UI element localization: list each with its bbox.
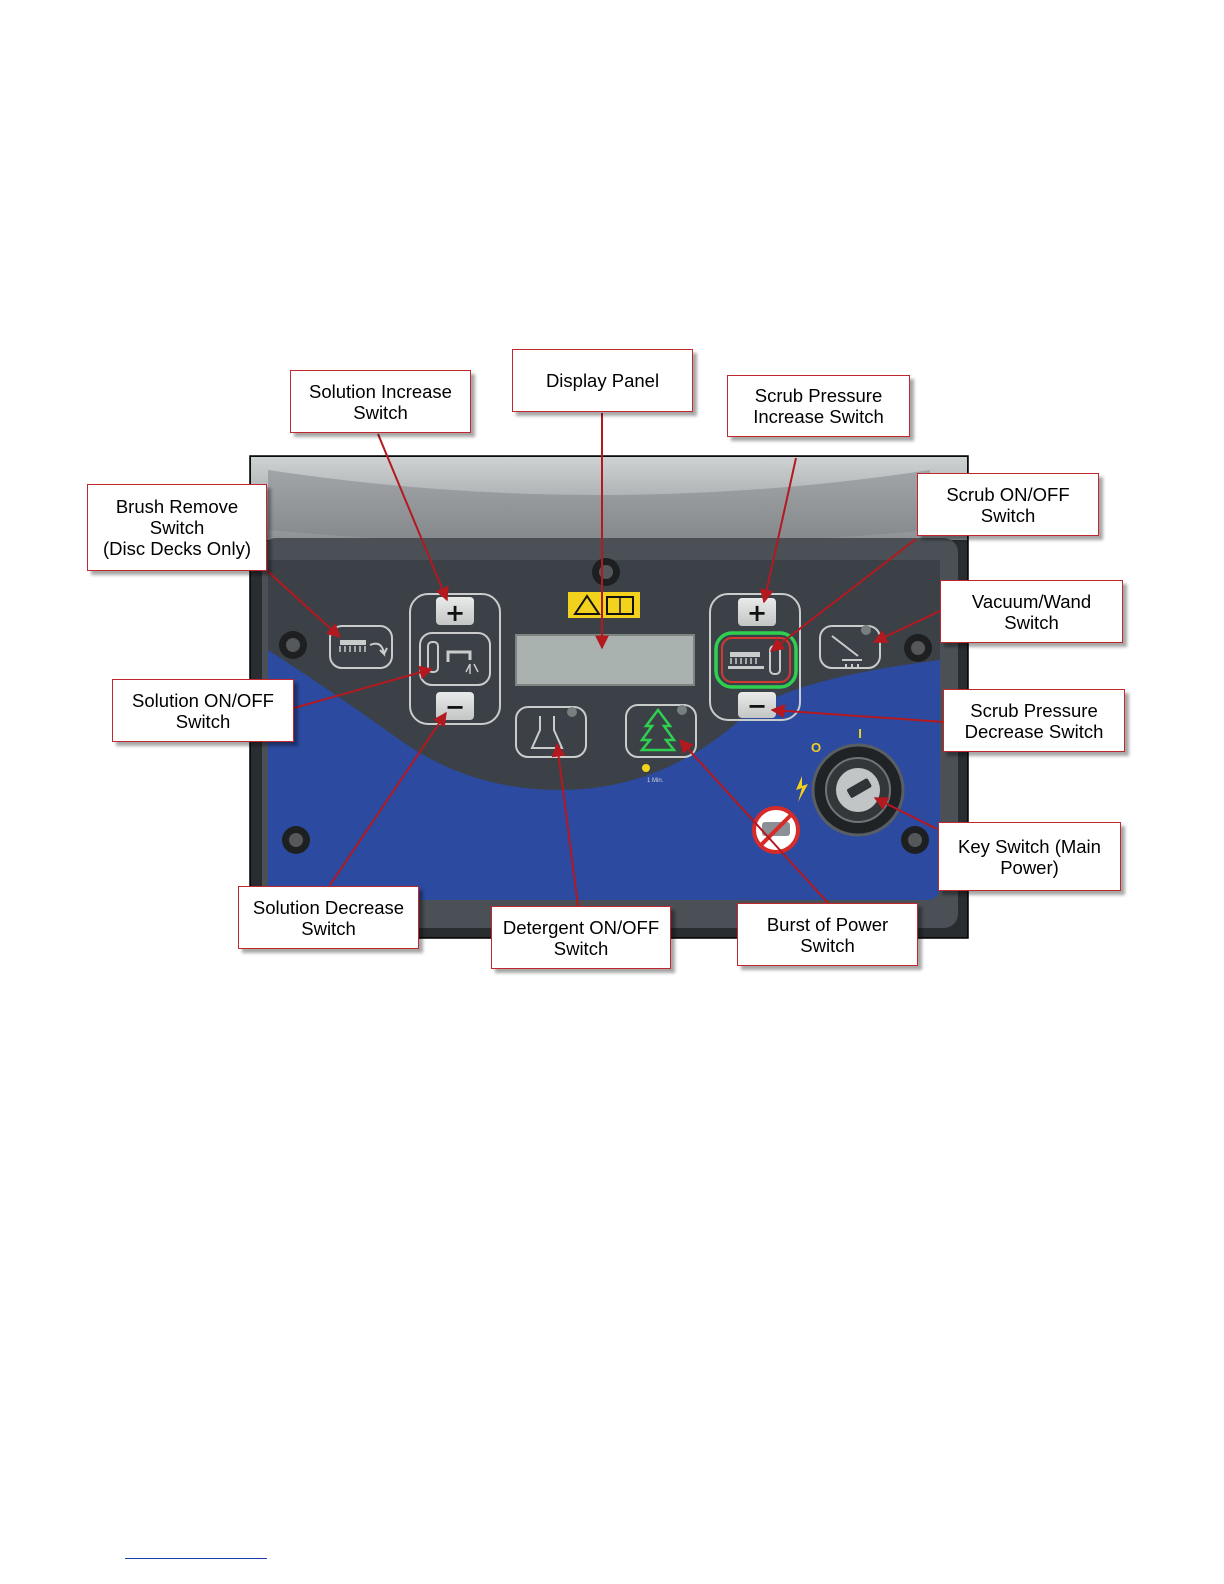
brush-remove-button[interactable] xyxy=(329,625,393,669)
burst-time-label: 1 Min. xyxy=(647,778,664,784)
detergent-button[interactable] xyxy=(515,706,587,758)
minus-symbol: − xyxy=(747,692,767,720)
burst-tree-icon xyxy=(639,707,677,752)
arrow-scrub-on-off xyxy=(769,538,917,652)
arrow-scrub-pressure-increase xyxy=(759,457,797,604)
callout-key-switch: Key Switch (Main Power) xyxy=(938,822,1121,891)
scrub-pressure-decrease-button[interactable] xyxy=(738,692,776,718)
scrub-pressure-increase-button[interactable] xyxy=(738,598,776,626)
no-ride-icon xyxy=(752,806,800,854)
leader-arrows xyxy=(264,413,945,907)
arrow-key-switch xyxy=(873,797,938,830)
burst-of-power-button[interactable] xyxy=(625,704,697,758)
callout-burst-of-power: Burst of Power Switch xyxy=(737,903,918,966)
callout-scrub-pressure-decrease: Scrub Pressure Decrease Switch xyxy=(943,689,1125,752)
callout-solution-on-off: Solution ON/OFF Switch xyxy=(112,679,294,742)
arrow-solution-on-off xyxy=(293,665,434,709)
scrub-brush-icon xyxy=(728,645,781,675)
plus-symbol: + xyxy=(445,599,465,627)
minus-symbol: − xyxy=(445,693,465,721)
callout-solution-increase: Solution Increase Switch xyxy=(290,370,471,433)
arrow-scrub-pressure-decrease xyxy=(770,703,945,723)
solution-on-off-button[interactable] xyxy=(419,632,491,686)
lightning-icon xyxy=(796,776,808,802)
key-off-mark: O xyxy=(811,740,821,755)
lcd-display xyxy=(515,634,695,686)
key-icon xyxy=(847,778,872,798)
callout-detergent-on-off: Detergent ON/OFF Switch xyxy=(491,906,671,969)
detergent-flask-icon xyxy=(530,716,564,749)
vacuum-wand-button[interactable] xyxy=(819,625,881,669)
arrow-detergent xyxy=(551,742,579,907)
callout-scrub-on-off: Scrub ON/OFF Switch xyxy=(917,473,1099,536)
callout-scrub-pressure-increase: Scrub Pressure Increase Switch xyxy=(727,375,910,437)
solution-increase-button[interactable] xyxy=(436,597,474,625)
arrow-vacuum-wand xyxy=(872,610,941,643)
warning-icon xyxy=(573,594,601,615)
key-on-mark: I xyxy=(858,726,862,741)
callout-brush-remove: Brush Remove Switch (Disc Decks Only) xyxy=(87,484,267,571)
callout-solution-decrease: Solution Decrease Switch xyxy=(238,886,419,949)
callout-vacuum-wand: Vacuum/Wand Switch xyxy=(940,580,1123,643)
footer-rule xyxy=(125,1558,267,1559)
plus-symbol: + xyxy=(747,599,767,627)
arrow-solution-decrease xyxy=(329,711,447,886)
panel-photo: + − 1 Min. xyxy=(249,455,969,939)
scrub-on-off-button[interactable] xyxy=(714,631,798,689)
vacuum-wand-icon xyxy=(831,635,862,668)
arrow-burst-of-power xyxy=(679,738,829,904)
brush-remove-icon xyxy=(339,640,388,657)
arrow-solution-increase xyxy=(377,433,449,602)
callout-display-panel: Display Panel xyxy=(512,349,693,412)
arrow-brush-remove xyxy=(264,568,342,638)
